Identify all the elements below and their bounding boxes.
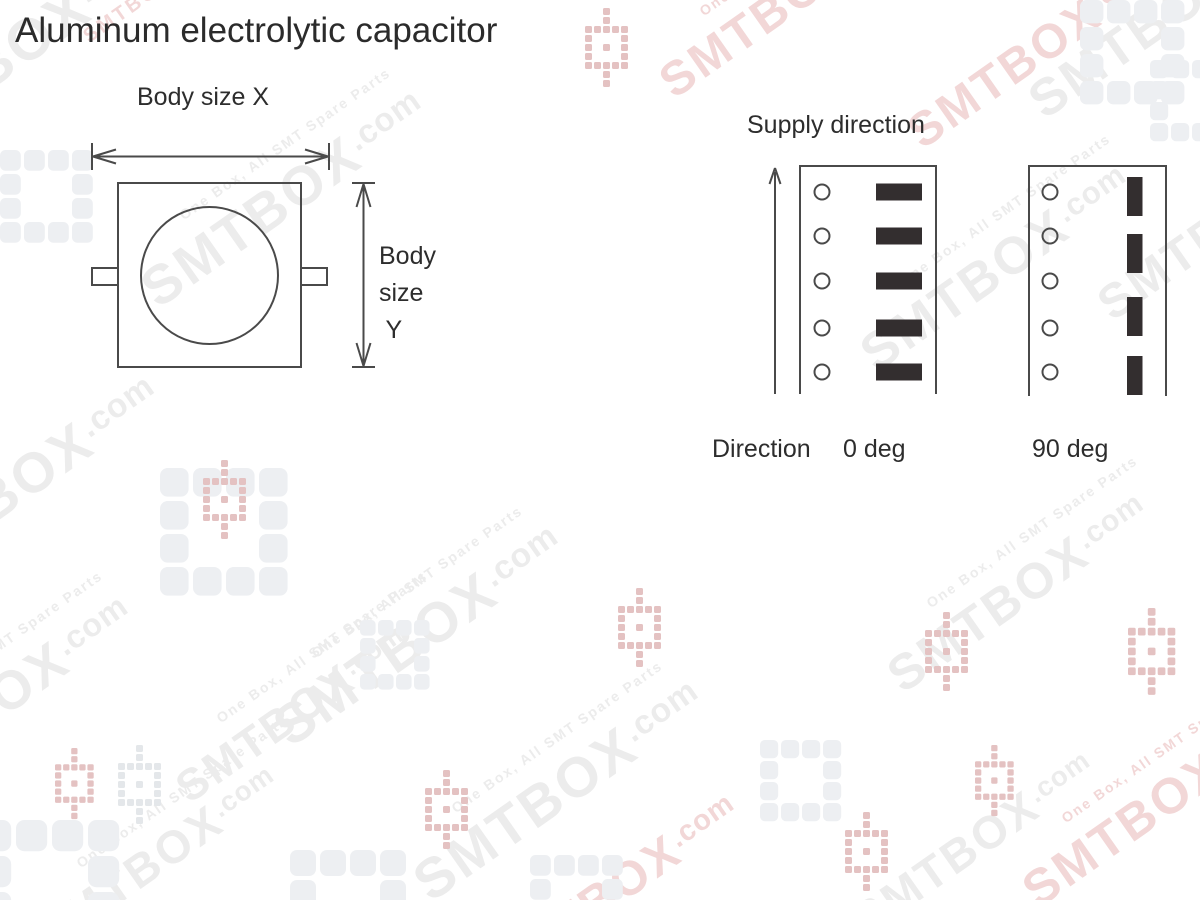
watermark-box-icon [0,820,122,900]
dim-x-label: Body size X [137,83,270,111]
sprocket-hole [1041,319,1059,337]
watermark-box-icon [0,150,94,248]
watermark-box-icon [203,460,248,546]
sprocket-hole [1041,272,1059,290]
dim-y-arrowhead-bottom [355,342,372,367]
watermark-box-icon [585,8,630,94]
watermark-box-icon [845,812,890,898]
component-pocket [876,319,922,337]
component-pocket [1127,297,1143,336]
tape-90deg-outline [1028,165,1167,396]
capacitor-top-view [91,143,375,368]
sprocket-hole [1041,363,1059,381]
watermark-box-icon [618,588,663,674]
dim-x-arrowhead-right [304,148,329,165]
page-title: Aluminum electrolytic capacitor [15,11,498,50]
capacitor-body-outline [117,182,302,368]
capacitor-lead-left [91,267,119,286]
watermark-box-icon [55,748,96,825]
watermark-box-icon [925,612,970,698]
watermark-box-icon [760,740,843,826]
sprocket-hole [1041,183,1059,201]
components-90deg [1127,177,1143,395]
component-pocket [876,227,922,245]
components-0deg [876,183,922,381]
component-pocket [1127,234,1143,273]
watermark-box-icon [118,745,163,831]
watermark-box-icon [530,855,624,900]
sprocket-hole [813,183,831,201]
capacitor-lead-right [300,267,328,286]
capacitor-can-circle [140,206,279,345]
component-pocket [876,363,922,381]
supply-direction-label: Supply direction [747,111,925,139]
watermark-box-icon [1080,0,1186,111]
sprocket-hole [813,363,831,381]
dim-y-arrowhead-top [355,183,372,208]
dim-x-arrowhead-left [92,148,117,165]
component-pocket [1127,177,1143,216]
watermark-box-icon [360,620,431,694]
direction-0deg-label: 0 deg [843,435,906,463]
component-pocket [876,183,922,201]
sprocket-hole [813,272,831,290]
sprocket-hole [813,227,831,245]
watermark-box-icon [1150,60,1200,146]
component-pocket [1127,356,1143,395]
watermark-box-icon [425,770,470,856]
watermark-box-icon [160,468,290,603]
dim-y-label: Body size Y [379,242,436,344]
component-pocket [876,272,922,290]
tape-0deg-outline [799,165,937,394]
watermark-box-icon [1128,608,1178,703]
tape-0deg [768,165,937,394]
direction-90deg-label: 90 deg [1032,435,1109,463]
sprocket-hole [813,319,831,337]
watermark-box-icon [975,745,1016,822]
tape-90deg [1028,165,1167,396]
watermark-box-icon [290,850,408,900]
supply-arrow-head [768,167,782,185]
sprocket-hole [1041,227,1059,245]
direction-label: Direction [712,435,811,463]
